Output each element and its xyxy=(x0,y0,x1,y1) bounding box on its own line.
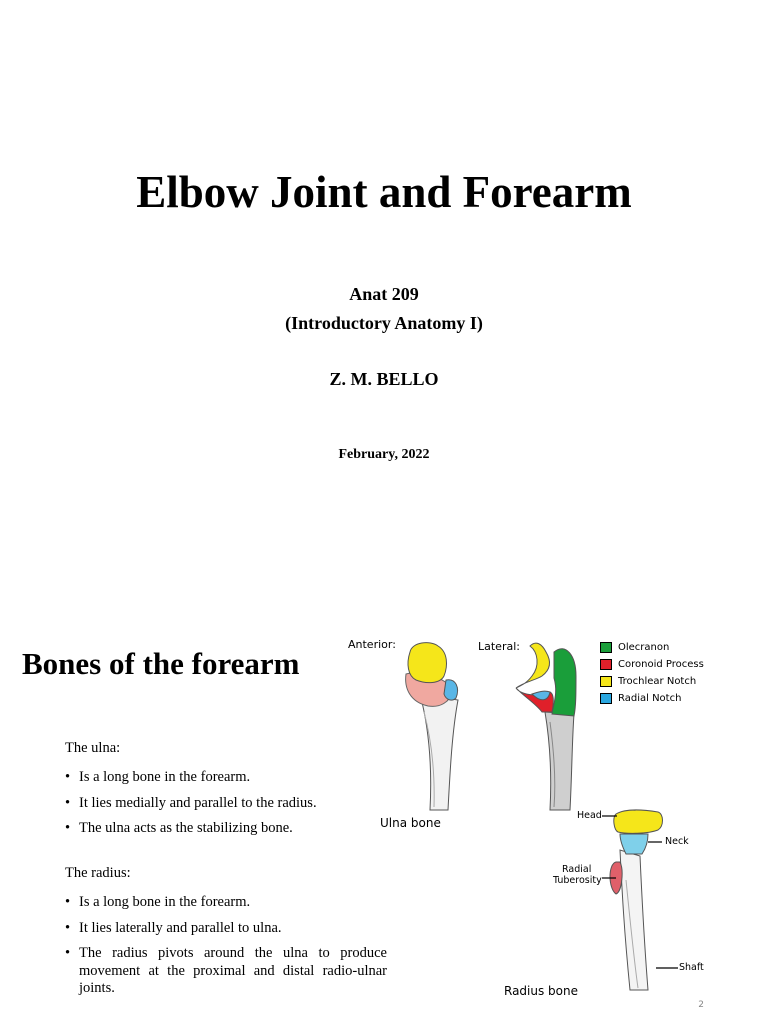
ulna-figure: Anterior: Lateral: Olecra xyxy=(340,632,720,832)
radius-points: Is a long bone in the forearm. It lies l… xyxy=(65,894,387,997)
ulna-intro: The ulna: xyxy=(65,740,121,756)
course-code: Anat 209 xyxy=(349,284,419,304)
list-item: The radius pivots around the ulna to pro… xyxy=(65,945,387,997)
list-item: It lies laterally and parallel to ulna. xyxy=(65,920,387,938)
legend-item-coronoid-process: Coronoid Process xyxy=(600,657,704,671)
presentation-date: February, 2022 xyxy=(338,447,430,462)
radius-intro: The radius: xyxy=(65,865,131,881)
ulna-points: Is a long bone in the forearm. It lies m… xyxy=(65,769,387,838)
ulna-description: The ulna: Is a long bone in the forearm.… xyxy=(65,740,387,846)
legend-swatch xyxy=(600,692,612,704)
radius-illustration xyxy=(602,809,678,991)
forearm-bones-slide: Bones of the forearm The ulna: Is a long… xyxy=(0,620,768,1024)
list-item: The ulna acts as the stabilizing bone. xyxy=(65,820,387,838)
list-item: Is a long bone in the forearm. xyxy=(65,894,387,912)
ulna-illustration xyxy=(405,642,577,811)
list-item: Is a long bone in the forearm. xyxy=(65,769,387,787)
slide-title: Bones of the forearm xyxy=(22,646,300,681)
presentation-title: Elbow Joint and Forearm xyxy=(136,167,632,217)
head-label: Head xyxy=(577,810,602,821)
title-slide: Elbow Joint and Forearm Anat 209 (Introd… xyxy=(136,167,632,462)
shaft-label: Shaft xyxy=(679,962,704,973)
list-item: It lies medially and parallel to the rad… xyxy=(65,795,387,813)
neck-label: Neck xyxy=(665,836,689,847)
legend-swatch xyxy=(600,658,612,670)
legend-item-trochlear-notch: Trochlear Notch xyxy=(600,674,696,688)
author-name: Z. M. BELLO xyxy=(329,369,439,389)
radius-figure: Head Neck Radial Tuberosity Shaft Radius… xyxy=(496,800,716,1000)
tuberosity-label-line-2: Tuberosity xyxy=(553,875,602,886)
lateral-view-label: Lateral: xyxy=(478,640,520,653)
legend-item-radial-notch: Radial Notch xyxy=(600,691,681,705)
ulna-anterior-view xyxy=(405,642,459,811)
radius-description: The radius: Is a long bone in the forear… xyxy=(65,865,387,1005)
legend-swatch xyxy=(600,641,612,653)
page-number: 2 xyxy=(698,1000,704,1010)
radius-caption: Radius bone xyxy=(504,984,578,998)
legend-item-olecranon: Olecranon xyxy=(600,640,669,654)
legend-swatch xyxy=(600,675,612,687)
ulna-caption: Ulna bone xyxy=(380,816,441,830)
anterior-view-label: Anterior: xyxy=(348,638,396,651)
ulna-lateral-view xyxy=(515,642,577,811)
course-name: (Introductory Anatomy I) xyxy=(285,313,483,333)
tuberosity-label-line-1: Radial xyxy=(562,864,592,875)
